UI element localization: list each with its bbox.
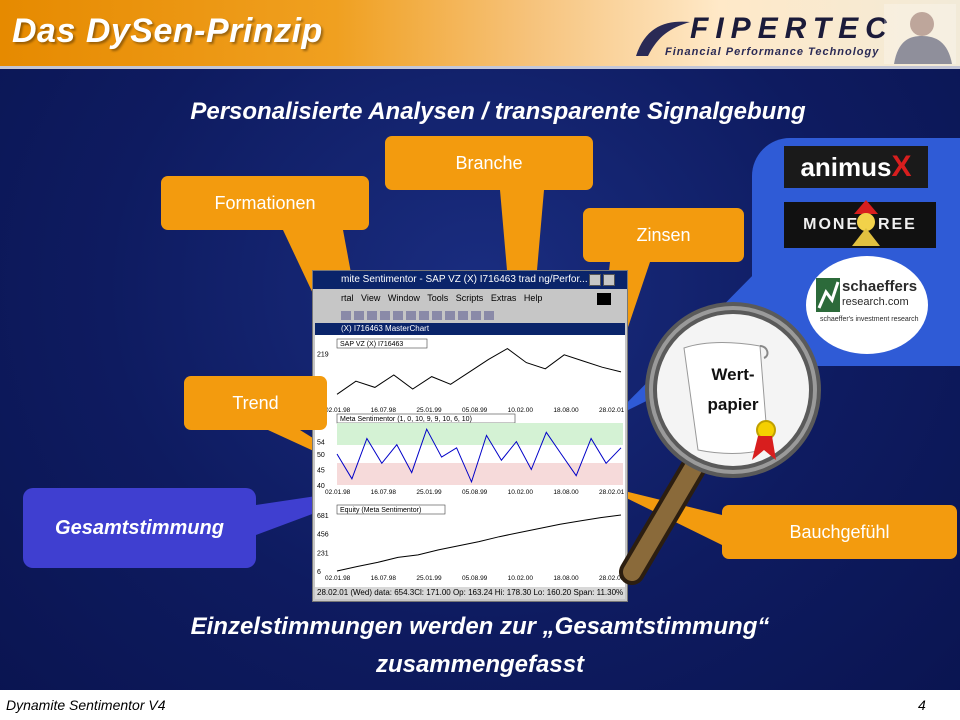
xtick-equity-6: 28.02.01	[599, 575, 625, 582]
xtick-price-0: 02.01.98	[325, 407, 351, 414]
toolbar-button-11[interactable]	[471, 311, 481, 320]
sentiment-legend: Meta Sentimentor (1, 0, 10, 9, 9, 10, 6,…	[340, 416, 472, 423]
app-status-bar: 28.02.01 (Wed) data: 654.3Cl: 171.00 Op:…	[315, 587, 625, 599]
toolbar-button-6[interactable]	[406, 311, 416, 320]
maximize-button[interactable]	[603, 274, 615, 286]
xtick-equity-3: 05.08.99	[462, 575, 488, 582]
series-line-sentiment	[336, 427, 622, 484]
xtick-price-6: 28.02.01	[599, 407, 625, 414]
xtick-price-1: 16.07.98	[371, 407, 397, 414]
xtick-sentiment-2: 25.01.99	[416, 489, 442, 496]
toolbar-button-8[interactable]	[432, 311, 442, 320]
menu-portal[interactable]: rtal	[341, 293, 354, 303]
callout-gesamtstimmung: Gesamtstimmung	[23, 488, 256, 568]
footer-product: Dynamite Sentimentor V4	[6, 697, 166, 713]
series-line-price	[336, 348, 622, 395]
toolbar-button-1[interactable]	[341, 311, 351, 320]
menu-tools[interactable]: Tools	[427, 293, 449, 303]
moneytree-mascot-icon	[852, 200, 880, 246]
menu-view[interactable]: View	[361, 293, 381, 303]
ytick-sentiment-1: 54	[317, 440, 325, 447]
toolbar-button-4[interactable]	[380, 311, 390, 320]
price-legend: SAP VZ (X) I716463	[340, 341, 403, 348]
toolbar-button-2[interactable]	[354, 311, 364, 320]
xtick-sentiment-0: 02.01.98	[325, 489, 351, 496]
app-window-titlebar: mite Sentimentor - SAP VZ (X) I716463 tr…	[313, 271, 627, 289]
magnifier-icon	[619, 302, 821, 585]
conclusion-text: Einzelstimmungen werden zur „Gesamtstimm…	[190, 613, 770, 678]
xtick-price-5: 18.08.00	[553, 407, 579, 414]
window-close-icon[interactable]	[597, 293, 611, 305]
fipertec-tagline: Financial Performance Technology	[665, 46, 880, 58]
app-toolbar	[341, 307, 621, 321]
toolbar-button-7[interactable]	[419, 311, 429, 320]
toolbar-button-3[interactable]	[367, 311, 377, 320]
ytick-equity-0: 681	[317, 513, 329, 520]
menu-help[interactable]: Help	[523, 293, 543, 303]
magnifier-label: Wert- papier	[707, 365, 759, 414]
xtick-sentiment-1: 16.07.98	[371, 489, 397, 496]
menu-window[interactable]: Window	[387, 293, 420, 303]
slide-subtitle: Personalisierte Analysen / transparente …	[190, 98, 806, 125]
fipertec-swoosh-icon	[636, 21, 690, 56]
xtick-price-2: 25.01.99	[416, 407, 442, 414]
xtick-equity-4: 10.02.00	[508, 575, 534, 582]
schaeffers-logo: schaeffers research.com schaeffer's inve…	[806, 256, 928, 354]
xtick-sentiment-6: 28.02.01	[599, 489, 625, 496]
fipertec-logo: FIPERTEC	[690, 12, 894, 45]
person-photo-icon	[884, 4, 956, 64]
schaeffers-chart-icon	[816, 278, 840, 312]
ytick-sentiment-2: 50	[317, 452, 325, 459]
callout-bauchgefuehl: Bauchgefühl	[722, 505, 957, 559]
ytick-sentiment-4: 40	[317, 483, 325, 490]
toolbar-button-10[interactable]	[458, 311, 468, 320]
ytick-equity-2: 231	[317, 550, 329, 557]
header-bar	[0, 0, 960, 66]
menu-extras[interactable]: Extras	[490, 293, 517, 303]
xtick-price-3: 05.08.99	[462, 407, 488, 414]
callout-zinsen: Zinsen	[583, 208, 744, 262]
ytick-equity-3: 6	[317, 569, 321, 576]
ytick-equity-1: 456	[317, 532, 329, 539]
minimize-button[interactable]	[589, 274, 601, 286]
slide-title: Das DySen-Prinzip	[12, 12, 323, 50]
header-divider	[0, 66, 960, 69]
xtick-equity-2: 25.01.99	[416, 575, 442, 582]
xtick-equity-0: 02.01.98	[325, 575, 351, 582]
ytick-sentiment-3: 45	[317, 468, 325, 475]
toolbar-button-5[interactable]	[393, 311, 403, 320]
xtick-price-4: 10.02.00	[508, 407, 534, 414]
toolbar-button-12[interactable]	[484, 311, 494, 320]
xtick-equity-5: 18.08.00	[553, 575, 579, 582]
page-number: 4	[918, 697, 926, 713]
xtick-sentiment-3: 05.08.99	[462, 489, 488, 496]
menu-scripts[interactable]: Scripts	[455, 293, 484, 303]
series-line-equity	[336, 514, 622, 572]
callout-formationen: Formationen	[161, 176, 369, 230]
xtick-sentiment-4: 10.02.00	[508, 489, 534, 496]
toolbar-button-9[interactable]	[445, 311, 455, 320]
footer-bar	[0, 690, 960, 720]
xtick-sentiment-5: 18.08.00	[553, 489, 579, 496]
callout-branche: Branche	[385, 136, 593, 190]
masterchart-titlebar: (X) I716463 MasterChart	[315, 323, 625, 335]
masterchart-panels: SAP VZ (X) I716463 Meta Sentimentor (1, …	[315, 335, 625, 587]
app-menu-bar: rtal View Window Tools Scripts Extras He…	[313, 291, 627, 305]
equity-legend: Equity (Meta Sentimentor)	[340, 507, 421, 514]
ytick-price-0: 219	[317, 352, 329, 359]
callout-trend: Trend	[184, 376, 327, 430]
xtick-equity-1: 16.07.98	[371, 575, 397, 582]
app-window: mite Sentimentor - SAP VZ (X) I716463 tr…	[312, 270, 628, 602]
